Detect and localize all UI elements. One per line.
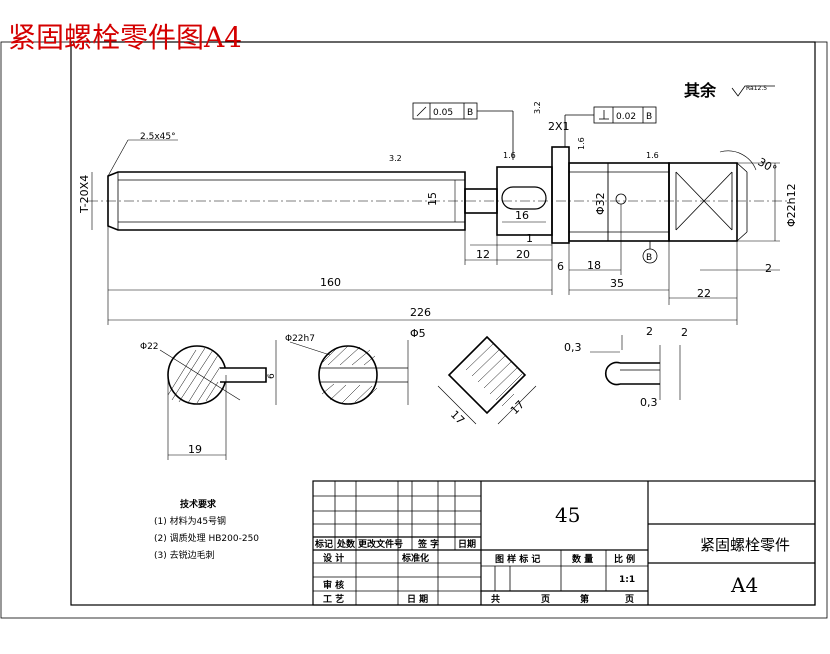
- tech-item-2: (2) 调质处理 HB200-250: [154, 532, 259, 544]
- detail-03-b: 0,3: [640, 396, 658, 409]
- square-17-b: 17: [508, 398, 527, 417]
- square-17-a: 17: [448, 408, 467, 427]
- section-a-dia: Φ22: [140, 342, 159, 352]
- tb-quantity: 数 量: [572, 553, 593, 565]
- tb-page-no: 第: [580, 593, 589, 605]
- dim-22: 22: [697, 287, 711, 300]
- runout-datum: B: [467, 108, 473, 118]
- tb-total: 共: [491, 593, 500, 605]
- section-b-view: [289, 340, 409, 405]
- perp-datum: B: [646, 112, 652, 122]
- section-b-dia: Φ22h7: [285, 334, 315, 344]
- tb-material: 45: [555, 503, 580, 527]
- main-dimensions: [91, 139, 780, 325]
- dim-16: 16: [515, 209, 529, 222]
- tb-part-name: 紧固螺栓零件: [700, 536, 790, 554]
- roughness-32-a: 3.2: [389, 154, 402, 163]
- dim-18: 18: [587, 259, 601, 272]
- detail-2-b: 2: [681, 326, 688, 339]
- tb-col-mark: 标记: [314, 538, 333, 550]
- drawing-title: 紧固螺栓零件图A4: [8, 21, 242, 54]
- detail-2-a: 2: [646, 325, 653, 338]
- section-a-19: 19: [188, 443, 202, 456]
- tb-stage-mark: 图 样 标 记: [495, 553, 540, 565]
- tb-process: 工 艺: [323, 593, 344, 605]
- roughness-16-c: 1.6: [646, 151, 659, 160]
- thread-dim: T-20X4: [78, 175, 91, 214]
- angle-30-dim: 30°: [756, 155, 779, 176]
- dim-6: 6: [557, 260, 564, 273]
- tb-page-unit2: 页: [625, 594, 634, 605]
- dim-226: 226: [410, 306, 431, 319]
- dim-1: 1: [526, 232, 533, 245]
- tb-scale-label: 比 例: [614, 553, 635, 565]
- runout-value: 0.05: [433, 108, 453, 118]
- groove-detail-view: [590, 335, 681, 400]
- tb-page-unit: 页: [541, 594, 550, 605]
- chamfer-dim: 2.5x45°: [140, 132, 176, 142]
- rest-roughness-value: Ra12.5: [746, 85, 767, 92]
- tb-sheet-size: A4: [730, 573, 758, 597]
- perp-value: 0.02: [616, 112, 636, 122]
- datum-symbol: [642, 240, 658, 264]
- tech-item-1: (1) 材料为45号钢: [154, 515, 226, 527]
- section-a-view: [159, 340, 277, 460]
- tb-scale-value: 1:1: [619, 575, 635, 585]
- section-b-hole: Φ5: [410, 327, 426, 340]
- groove-dim: 2X1: [548, 120, 570, 133]
- dia32-dim: Φ32: [594, 192, 607, 215]
- dim-20: 20: [516, 248, 530, 261]
- tb-col-sign: 签 字: [417, 538, 439, 550]
- tech-item-3: (3) 去锐边毛刺: [154, 549, 215, 561]
- tb-col-date: 日期: [458, 538, 476, 550]
- roughness-symbol: [731, 85, 775, 97]
- section-a-key: 6: [267, 373, 277, 379]
- dim-160: 160: [320, 276, 341, 289]
- roughness-32-b: 3.2: [533, 101, 542, 114]
- rest-roughness-label: 其余: [684, 81, 717, 100]
- roughness-16-b: 1.6: [577, 137, 586, 150]
- dia22h12-dim: Φ22h12: [785, 183, 798, 227]
- runout-frame: [412, 102, 514, 160]
- tb-standard: 标准化: [401, 552, 429, 564]
- tb-col-change: 更改文件号: [358, 538, 403, 550]
- tb-date2: 日 期: [407, 593, 428, 605]
- perpendicularity-frame: [564, 106, 657, 147]
- detail-03-a: 0,3: [564, 341, 582, 354]
- cross-hole: [615, 193, 627, 205]
- tb-review: 审 核: [323, 579, 344, 591]
- title-block: [312, 480, 816, 606]
- square-section-view: [437, 335, 537, 425]
- tech-title: 技术要求: [180, 498, 217, 510]
- datum-letter: B: [646, 253, 652, 263]
- roughness-16-a: 1.6: [503, 151, 516, 160]
- dim-2: 2: [765, 262, 772, 275]
- dia-15-dim: 15: [426, 192, 439, 206]
- dim-35: 35: [610, 277, 624, 290]
- keyway-slot: [501, 186, 547, 210]
- dim-12: 12: [476, 248, 490, 261]
- tb-design: 设 计: [323, 552, 344, 564]
- tb-col-count: 处数: [336, 538, 356, 550]
